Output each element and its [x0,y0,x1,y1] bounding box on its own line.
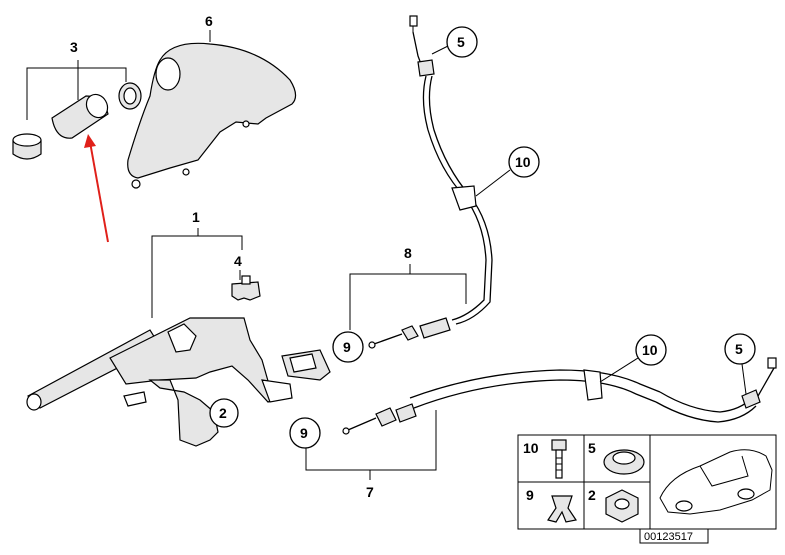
part-2-nut-callout: 2 [209,398,239,428]
callout-2: 2 [219,405,227,421]
callout-10-upper: 10 [475,146,540,197]
part-1-handbrake-lever: 1 [26,209,293,447]
callout-5-upper: 5 [431,26,478,58]
clip-icon [547,495,577,523]
car-icon [659,449,773,515]
part-6-handbrake-cover: 6 [127,13,297,189]
callout-7-bracket: 7 [305,410,437,500]
callout-5-lower: 5 [724,333,756,395]
callout-9-lower: 9 [289,417,321,449]
svg-text:7: 7 [366,484,374,500]
callout-10-lower: 10 [599,334,667,383]
svg-text:9: 9 [343,339,351,355]
callout-1: 1 [192,209,200,225]
svg-text:10: 10 [515,154,531,170]
upper-brake-cable [368,15,493,349]
svg-text:10: 10 [642,342,658,358]
legend-9: 9 [526,487,534,503]
bolt-icon [551,439,567,479]
part-3-bushing-set: 3 [12,39,142,160]
callout-3: 3 [70,39,78,55]
legend-box: 10 5 9 2 [517,434,777,530]
reference-label: 00123517 [639,528,709,544]
svg-text:8: 8 [404,245,412,261]
nut-icon [605,489,639,523]
cable-equalizer [281,349,331,381]
callout-9-upper: 9 [332,331,364,363]
red-arrow-annotation [84,134,109,243]
diagram-reference-number: 00123517 [644,531,693,543]
lower-brake-cable [342,357,777,435]
legend-2: 2 [588,487,596,503]
callout-8-bracket: 8 [349,245,467,330]
legend-10: 10 [523,440,539,456]
callout-6: 6 [205,13,213,29]
part-4-switch: 4 [231,253,261,301]
callout-4: 4 [234,253,242,269]
legend-5: 5 [588,440,596,456]
svg-text:9: 9 [300,425,308,441]
svg-text:5: 5 [735,341,743,357]
svg-text:5: 5 [457,34,465,50]
washer-icon [603,449,645,475]
